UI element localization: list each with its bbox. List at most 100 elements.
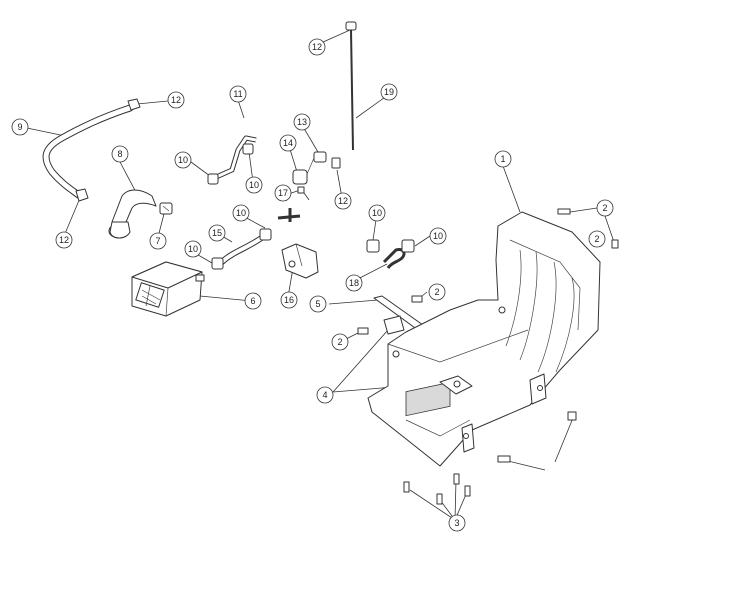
callout-label: 8 — [117, 149, 122, 159]
callout-2: 2 — [588, 230, 606, 248]
elbow-hose — [108, 189, 157, 239]
hose-clamp — [159, 202, 173, 215]
callout-label: 7 — [155, 236, 160, 246]
callout-12: 12 — [55, 231, 73, 249]
callout-label: 12 — [338, 196, 348, 206]
callout-18: 18 — [345, 274, 363, 292]
callout-10: 10 — [368, 204, 386, 222]
callout-label: 10 — [433, 231, 443, 241]
callout-7: 7 — [149, 232, 167, 250]
callout-label: 2 — [434, 287, 439, 297]
callout-circle — [279, 134, 297, 152]
callout-label: 12 — [171, 95, 181, 105]
callout-circle — [380, 83, 398, 101]
callout-8: 8 — [111, 145, 129, 163]
callout-10: 10 — [245, 176, 263, 194]
callout-circle — [429, 227, 447, 245]
long-hose — [42, 98, 141, 202]
callout-label: 10 — [188, 244, 198, 254]
callout-circle — [331, 333, 349, 351]
callout-10: 10 — [429, 227, 447, 245]
callout-12: 12 — [334, 192, 352, 210]
callout-circle — [345, 274, 363, 292]
callout-label: 9 — [17, 122, 22, 132]
callout-16: 16 — [280, 291, 298, 309]
callout-circle — [232, 204, 250, 222]
callout-circle — [494, 150, 512, 168]
callout-circle — [245, 176, 263, 194]
callout-circle — [184, 240, 202, 258]
callout-circle — [174, 151, 192, 169]
callout-label: 16 — [284, 295, 294, 305]
dipstick-rod — [345, 21, 357, 151]
callout-circle — [309, 295, 327, 313]
callout-label: 2 — [337, 337, 342, 347]
callout-circle — [55, 231, 73, 249]
callout-label: 10 — [178, 155, 188, 165]
tee-fitting — [277, 208, 301, 222]
callout-17: 17 — [274, 184, 292, 202]
callout-label: 2 — [602, 203, 607, 213]
callout-circle — [596, 199, 614, 217]
callout-label: 5 — [315, 299, 320, 309]
callout-label: 14 — [283, 138, 293, 148]
short-hose — [211, 228, 272, 270]
callout-label: 13 — [297, 117, 307, 127]
callout-14: 14 — [279, 134, 297, 152]
callout-label: 12 — [312, 42, 322, 52]
callout-circle — [274, 184, 292, 202]
solenoid-valve — [292, 151, 341, 194]
callout-10: 10 — [232, 204, 250, 222]
callout-13: 13 — [293, 113, 311, 131]
hook-pipe — [366, 239, 415, 269]
callout-10: 10 — [174, 151, 192, 169]
callout-10: 10 — [184, 240, 202, 258]
mounting-bracket — [281, 243, 319, 279]
callout-label: 15 — [212, 228, 222, 238]
callout-circle — [111, 145, 129, 163]
callout-label: 6 — [250, 296, 255, 306]
callout-circle — [428, 283, 446, 301]
callout-4: 4 — [316, 386, 334, 404]
charcoal-canister — [131, 261, 205, 317]
callout-circle — [11, 118, 29, 136]
callout-circle — [448, 514, 466, 532]
callout-9: 9 — [11, 118, 29, 136]
callout-12: 12 — [308, 38, 326, 56]
callout-2: 2 — [596, 199, 614, 217]
callout-label: 17 — [278, 188, 288, 198]
callout-circle — [316, 386, 334, 404]
callout-circle — [293, 113, 311, 131]
callout-2: 2 — [428, 283, 446, 301]
callout-circle — [308, 38, 326, 56]
callout-circle — [368, 204, 386, 222]
bolts — [357, 208, 619, 505]
callout-circle — [167, 91, 185, 109]
callout-6: 6 — [244, 292, 262, 310]
callout-circle — [208, 224, 226, 242]
callout-circle — [588, 230, 606, 248]
callout-label: 18 — [349, 278, 359, 288]
callout-label: 2 — [594, 234, 599, 244]
callout-15: 15 — [208, 224, 226, 242]
callout-circle — [334, 192, 352, 210]
bent-pipe — [207, 135, 257, 185]
callout-1: 1 — [494, 150, 512, 168]
callout-label: 3 — [454, 518, 459, 528]
callout-19: 19 — [380, 83, 398, 101]
skid-plate — [367, 211, 601, 467]
callout-5: 5 — [309, 295, 327, 313]
callout-3: 3 — [448, 514, 466, 532]
callout-label: 10 — [236, 208, 246, 218]
callout-2: 2 — [331, 333, 349, 351]
callout-label: 4 — [322, 390, 327, 400]
callout-12: 12 — [167, 91, 185, 109]
callout-label: 12 — [59, 235, 69, 245]
callout-circle — [280, 291, 298, 309]
callout-label: 11 — [233, 89, 242, 99]
callout-label: 10 — [372, 208, 382, 218]
retaining-strap — [373, 295, 431, 335]
callout-label: 19 — [384, 87, 394, 97]
callout-label: 1 — [500, 154, 505, 164]
